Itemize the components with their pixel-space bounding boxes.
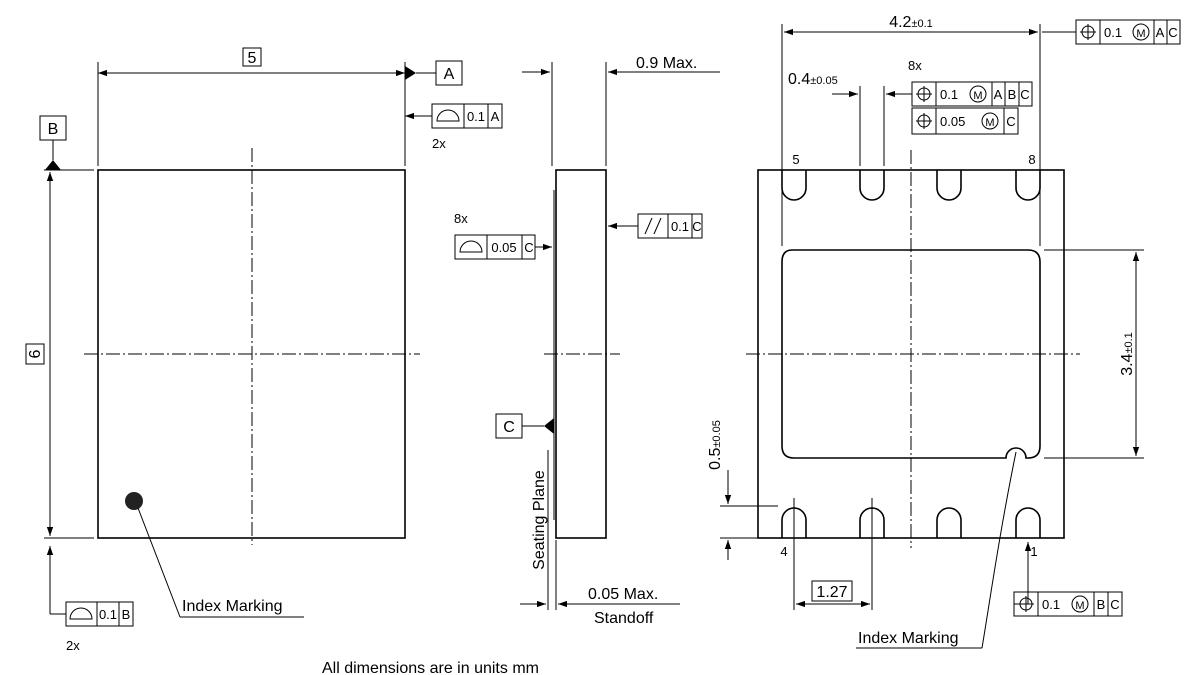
index-mark-dot [125, 492, 143, 510]
side-view: 0.9 Max. 0.1 C 8x 0.05 C C [454, 55, 720, 627]
pitch-dimension: 1.27 [816, 584, 847, 601]
fcf-side-profile-count: 8x [454, 211, 468, 226]
top-view: 5 A 0.1 A 2x B 6 [25, 47, 503, 653]
fcf-bottom-datum-2: C [1110, 597, 1119, 612]
profile-surface-icon [459, 240, 483, 253]
fcf-profile-b: 0.1 B [65, 601, 134, 627]
datum-a-box [435, 60, 463, 86]
lead-8 [1015, 170, 1041, 201]
fcf-profile-b-tol: 0.1 [99, 607, 117, 622]
parallelism-icon [644, 217, 653, 235]
fcf-profile-a-tol: 0.1 [467, 109, 485, 124]
fcf-profile-a-datum: A [491, 109, 500, 124]
datum-b-triangle [45, 160, 61, 170]
pad-height-dimension: 3.4±0.1 [1119, 332, 1136, 376]
fcf-bottom-tol: 0.1 [1042, 597, 1060, 612]
standoff-value: 0.05 Max. [588, 586, 658, 603]
mmc-modifier-icon [981, 112, 999, 130]
max-height-label: 0.9 Max. [636, 55, 697, 72]
fcf-pad-datum-2: C [1168, 25, 1177, 40]
fcf-parallelism: 0.1 C [637, 213, 703, 239]
lead-6 [859, 170, 885, 201]
bottom-view: 5 8 4 1 4.2±0.1 0.1 M A C 0.4±0. [707, 14, 1181, 649]
fcf-side-profile-tol: 0.05 [491, 240, 516, 255]
datum-c-triangle [544, 418, 554, 434]
fcf-pad-tol: 0.1 [1104, 25, 1122, 40]
profile-surface-icon [69, 607, 93, 620]
pad-width-dimension: 4.2±0.1 [889, 14, 933, 31]
height-dimension: 6 [27, 349, 44, 358]
datum-a-triangle [405, 66, 416, 80]
fcf-lead-2-tol: 0.05 [940, 114, 965, 129]
datum-b-label: B [48, 121, 59, 138]
fcf-bottom-datum-1: B [1097, 597, 1106, 612]
fcf-lead-2-datum-1: C [1006, 114, 1015, 129]
fcf-lead-1-tol: 0.1 [940, 87, 958, 102]
mmc-modifier-icon [1132, 23, 1150, 41]
units-note: All dimensions are in units mm [322, 660, 539, 675]
lead-5 [781, 170, 807, 201]
exposed-pad [781, 249, 1041, 459]
fcf-parallel-datum: C [692, 219, 701, 234]
fcf-profile-b-datum: B [122, 607, 131, 622]
profile-surface-icon [436, 109, 460, 122]
mmc-modifier-icon [1071, 595, 1089, 613]
index-marking-label-bottom: Index Marking [858, 630, 959, 647]
pin-5-label: 5 [792, 152, 799, 167]
fcf-side-profile-datum: C [524, 240, 533, 255]
datum-a-label: A [444, 66, 455, 83]
fcf-lead-1-datum-1: A [994, 87, 1003, 102]
seating-plane-label: Seating Plane [531, 470, 548, 570]
fcf-side-profile: 0.05 C [454, 234, 536, 260]
lead-2 [936, 507, 962, 538]
lead-length-dimension: 0.5±0.05 [707, 420, 724, 470]
fcf-pad-position: 0.1 M A C [1075, 19, 1181, 45]
lead-fcf-count: 8x [908, 58, 922, 73]
pin-1-label: 1 [1030, 544, 1037, 559]
lead-7 [936, 170, 962, 201]
datum-c-label: C [503, 419, 515, 436]
fcf-bottom-position: 0.1 M B C [1013, 591, 1123, 617]
fcf-profile-a: 0.1 A [431, 103, 503, 129]
fcf-profile-b-count: 2x [66, 638, 80, 653]
fcf-parallel-tol: 0.1 [671, 219, 689, 234]
pin-4-label: 4 [780, 544, 787, 559]
fcf-lead-1-datum-2: B [1008, 87, 1017, 102]
width-dimension: 5 [248, 50, 257, 67]
fcf-bottom-modifier: M [1075, 600, 1084, 612]
fcf-pad-datum-1: A [1156, 25, 1165, 40]
fcf-lead-position-1: 0.1 M A B C [911, 81, 1033, 107]
fcf-pad-modifier: M [1136, 28, 1145, 40]
fcf-lead-2-modifier: M [985, 117, 994, 129]
lead-width-dimension: 0.4±0.05 [788, 71, 838, 88]
pin-8-label: 8 [1028, 152, 1035, 167]
fcf-lead-position-2: 0.05 M C [911, 107, 1019, 135]
fcf-profile-a-count: 2x [432, 136, 446, 151]
standoff-label: Standoff [594, 610, 654, 627]
fcf-lead-1-modifier: M [973, 90, 982, 102]
mmc-modifier-icon [969, 85, 987, 103]
fcf-lead-1-datum-3: C [1020, 87, 1029, 102]
lead-1 [1015, 507, 1041, 538]
index-marking-label-top: Index Marking [182, 598, 283, 615]
